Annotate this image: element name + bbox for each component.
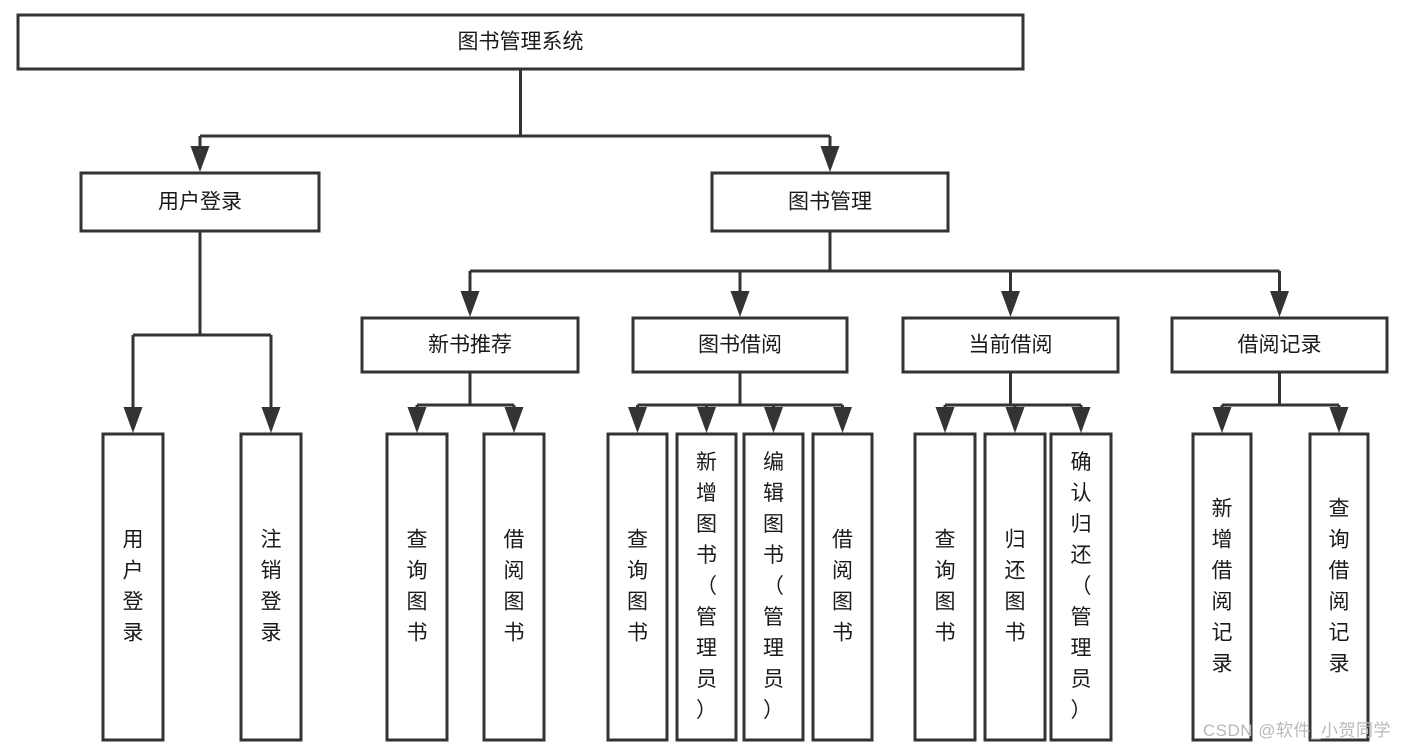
- node-leaf_6[interactable]: 编辑图书（管理员）: [742, 432, 805, 742]
- node-leaf_10[interactable]: 确认归还（管理员）: [1049, 432, 1113, 742]
- node-leaf_5[interactable]: 新增图书（管理员）: [675, 432, 738, 742]
- node-box: [239, 432, 303, 742]
- node-box: [1308, 432, 1370, 742]
- node-box: [1170, 316, 1389, 374]
- node-box: [482, 432, 546, 742]
- node-box: [631, 316, 849, 374]
- node-box: [79, 171, 321, 233]
- node-label: 当前借阅: [969, 334, 1053, 357]
- node-box: [742, 432, 805, 742]
- nodes-layer: 图书管理系统用户登录图书管理新书推荐图书借阅当前借阅借阅记录用户登录注销登录查询…: [16, 13, 1389, 742]
- node-box: [913, 432, 977, 742]
- node-box: [675, 432, 738, 742]
- node-leaf_7[interactable]: 借阅图书: [811, 432, 874, 742]
- arrow-head-icon: [820, 146, 840, 172]
- node-l2_0[interactable]: 新书推荐: [360, 316, 580, 374]
- arrow-head-icon: [1270, 291, 1289, 317]
- node-leaf_3[interactable]: 借阅图书: [482, 432, 546, 742]
- node-leaf_0[interactable]: 用户登录: [101, 432, 165, 742]
- node-box: [101, 432, 165, 742]
- arrow-head-icon: [1005, 407, 1025, 433]
- arrow-head-icon: [764, 407, 783, 433]
- node-box: [710, 171, 950, 233]
- node-label: 新增借阅记录: [1212, 498, 1233, 676]
- node-label: 归还图书: [1005, 529, 1026, 645]
- node-label: 图书管理系统: [458, 31, 584, 54]
- node-root[interactable]: 图书管理系统: [16, 13, 1025, 71]
- node-l2_2[interactable]: 当前借阅: [901, 316, 1120, 374]
- arrow-head-icon: [504, 407, 524, 433]
- node-box: [360, 316, 580, 374]
- node-leaf_4[interactable]: 查询图书: [606, 432, 669, 742]
- node-box: [606, 432, 669, 742]
- node-label: 新书推荐: [428, 334, 512, 357]
- node-label: 注销登录: [261, 529, 282, 645]
- arrow-head-icon: [628, 407, 647, 433]
- node-leaf_1[interactable]: 注销登录: [239, 432, 303, 742]
- node-label: 查询图书: [627, 529, 648, 645]
- arrow-head-icon: [407, 407, 427, 433]
- node-label: 借阅图书: [504, 529, 525, 645]
- node-label: 查询借阅记录: [1329, 498, 1350, 676]
- node-box: [1191, 432, 1253, 742]
- arrow-head-icon: [833, 407, 852, 433]
- node-leaf_2[interactable]: 查询图书: [385, 432, 449, 742]
- node-box: [811, 432, 874, 742]
- node-box: [16, 13, 1025, 71]
- arrow-head-icon: [1071, 407, 1091, 433]
- node-label: 借阅图书: [832, 529, 853, 645]
- node-label: 用户登录: [123, 529, 144, 645]
- node-label: 查询图书: [407, 529, 428, 645]
- node-label: 图书管理: [788, 191, 872, 214]
- node-label: 新增图书（管理员）: [696, 451, 717, 722]
- node-l1_0[interactable]: 用户登录: [79, 171, 321, 233]
- edges-layer: [123, 69, 1349, 433]
- node-leaf_12[interactable]: 查询借阅记录: [1308, 432, 1370, 742]
- arrow-head-icon: [1001, 291, 1020, 317]
- node-leaf_9[interactable]: 归还图书: [983, 432, 1047, 742]
- node-l2_1[interactable]: 图书借阅: [631, 316, 849, 374]
- arrow-head-icon: [935, 407, 955, 433]
- arrow-head-icon: [730, 291, 750, 317]
- node-l1_1[interactable]: 图书管理: [710, 171, 950, 233]
- node-label: 用户登录: [158, 191, 242, 214]
- arrow-head-icon: [261, 407, 281, 433]
- node-leaf_11[interactable]: 新增借阅记录: [1191, 432, 1253, 742]
- node-label: 借阅记录: [1238, 334, 1322, 357]
- node-label: 图书借阅: [698, 334, 782, 357]
- arrow-head-icon: [1212, 407, 1232, 433]
- node-label: 确认归还（管理员）: [1071, 451, 1092, 722]
- arrow-head-icon: [123, 407, 143, 433]
- arrow-head-icon: [460, 291, 480, 317]
- node-leaf_8[interactable]: 查询图书: [913, 432, 977, 742]
- node-l2_3[interactable]: 借阅记录: [1170, 316, 1389, 374]
- node-box: [385, 432, 449, 742]
- node-box: [901, 316, 1120, 374]
- arrow-head-icon: [190, 146, 210, 172]
- node-box: [983, 432, 1047, 742]
- arrow-head-icon: [697, 407, 716, 433]
- node-box: [1049, 432, 1113, 742]
- node-label: 查询图书: [935, 529, 956, 645]
- node-label: 编辑图书（管理员）: [763, 451, 784, 722]
- arrow-head-icon: [1329, 407, 1349, 433]
